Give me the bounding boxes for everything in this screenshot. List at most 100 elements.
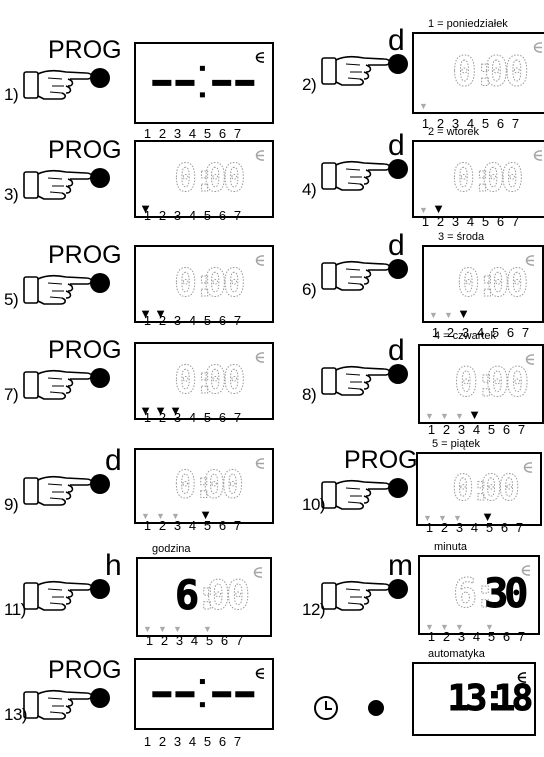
day-marker-inactive-icon: ▼ bbox=[438, 513, 447, 523]
day-number: 6 bbox=[218, 410, 227, 425]
day-number: 7 bbox=[233, 518, 242, 533]
day-number: 5 bbox=[485, 520, 494, 535]
step-number: 13) bbox=[4, 705, 28, 724]
day-number: 7 bbox=[511, 116, 520, 131]
day-markers: ▼▼▼▼ bbox=[420, 509, 495, 524]
step-caption: 1 = poniedziałek bbox=[428, 18, 508, 30]
day-marker-active-icon: ▼ bbox=[139, 306, 152, 321]
key-label: d bbox=[388, 334, 405, 367]
key-label: PROG bbox=[48, 36, 122, 64]
svg-text::: : bbox=[193, 261, 216, 305]
bell-symbol-icon bbox=[255, 255, 265, 266]
day-number: 5 bbox=[205, 633, 214, 648]
day-number: 2 bbox=[442, 629, 451, 644]
day-number: 3 bbox=[461, 325, 470, 340]
display-digits: 0:00 bbox=[452, 468, 521, 510]
day-number: 7 bbox=[511, 214, 520, 229]
day-marker-active-icon: ▼ bbox=[169, 403, 182, 418]
display-digits: 0:00 bbox=[174, 463, 245, 507]
day-number: 4 bbox=[188, 208, 197, 223]
day-markers: ▼▼▼▼ bbox=[138, 507, 213, 522]
svg-text:1: 1 bbox=[494, 678, 516, 719]
svg-text:0: 0 bbox=[505, 47, 530, 95]
day-number: 6 bbox=[496, 116, 505, 131]
hand-press bbox=[320, 50, 412, 95]
step-caption: 2 = wtorek bbox=[428, 126, 480, 138]
display-digits: 0:00 bbox=[174, 260, 247, 305]
svg-text:0: 0 bbox=[482, 156, 505, 200]
hand-press bbox=[22, 64, 114, 109]
day-number: 3 bbox=[173, 208, 182, 223]
svg-text:0: 0 bbox=[174, 358, 197, 402]
svg-text:0: 0 bbox=[484, 47, 509, 95]
day-marker-inactive-icon: ▼ bbox=[143, 624, 152, 634]
day-number: 1 bbox=[427, 422, 436, 437]
day-number: 4 bbox=[188, 410, 197, 425]
day-number: 1 bbox=[143, 734, 152, 749]
button-dot bbox=[90, 168, 110, 188]
day-number: 2 bbox=[158, 734, 167, 749]
bell-symbol-icon bbox=[525, 255, 535, 266]
day-number: 6 bbox=[502, 422, 511, 437]
day-number: 1 bbox=[143, 313, 152, 328]
svg-text:0: 0 bbox=[452, 468, 474, 509]
bell-symbol-icon bbox=[517, 672, 527, 683]
bell-symbol-icon bbox=[523, 462, 533, 473]
day-marker-active-icon: ▼ bbox=[468, 407, 481, 422]
svg-text:0: 0 bbox=[506, 261, 529, 305]
lcd-display bbox=[134, 658, 274, 730]
day-marker-active-icon: ▼ bbox=[154, 403, 167, 418]
pointing-hand-icon bbox=[23, 579, 110, 611]
svg-text:3: 3 bbox=[484, 571, 508, 617]
day-number: 4 bbox=[188, 126, 197, 141]
svg-text:0: 0 bbox=[204, 358, 227, 402]
day-number: 7 bbox=[233, 734, 242, 749]
step-number: 4) bbox=[302, 180, 317, 199]
day-number: 2 bbox=[158, 518, 167, 533]
day-markers: ▼▼▼▼ bbox=[422, 407, 482, 422]
bell-symbol-icon bbox=[525, 354, 535, 365]
day-number: 3 bbox=[457, 422, 466, 437]
day-number: 6 bbox=[218, 208, 227, 223]
svg-text:0: 0 bbox=[223, 156, 246, 200]
svg-text:6: 6 bbox=[453, 571, 477, 617]
day-number: 6 bbox=[218, 734, 227, 749]
step-number: 5) bbox=[4, 290, 19, 309]
day-marker-inactive-icon: ▼ bbox=[203, 624, 212, 634]
day-markers: ▼ bbox=[138, 201, 153, 216]
day-marker-active-icon: ▼ bbox=[481, 509, 494, 524]
svg-text:0: 0 bbox=[457, 261, 480, 305]
svg-text:0: 0 bbox=[221, 464, 243, 507]
day-marker-inactive-icon: ▼ bbox=[425, 622, 434, 632]
day-number: 3 bbox=[451, 116, 460, 131]
hand-press bbox=[320, 474, 412, 519]
day-marker-active-icon: ▼ bbox=[199, 507, 212, 522]
key-label: PROG bbox=[48, 241, 122, 269]
day-marker-inactive-icon: ▼ bbox=[440, 411, 449, 421]
step-caption: 5 = piątek bbox=[432, 438, 481, 450]
step-caption: minuta bbox=[434, 541, 468, 553]
day-number: 2 bbox=[160, 633, 169, 648]
day-number: 2 bbox=[442, 422, 451, 437]
hand-press bbox=[22, 164, 114, 209]
svg-text::: : bbox=[471, 156, 494, 200]
svg-text:0: 0 bbox=[204, 261, 227, 305]
day-number: 4 bbox=[476, 325, 485, 340]
day-number: 1 bbox=[427, 629, 436, 644]
day-number: 2 bbox=[158, 208, 167, 223]
day-marker-inactive-icon: ▼ bbox=[171, 511, 180, 521]
day-marker-inactive-icon: ▼ bbox=[158, 624, 167, 634]
day-number: 7 bbox=[521, 325, 530, 340]
svg-text:8: 8 bbox=[512, 678, 534, 719]
